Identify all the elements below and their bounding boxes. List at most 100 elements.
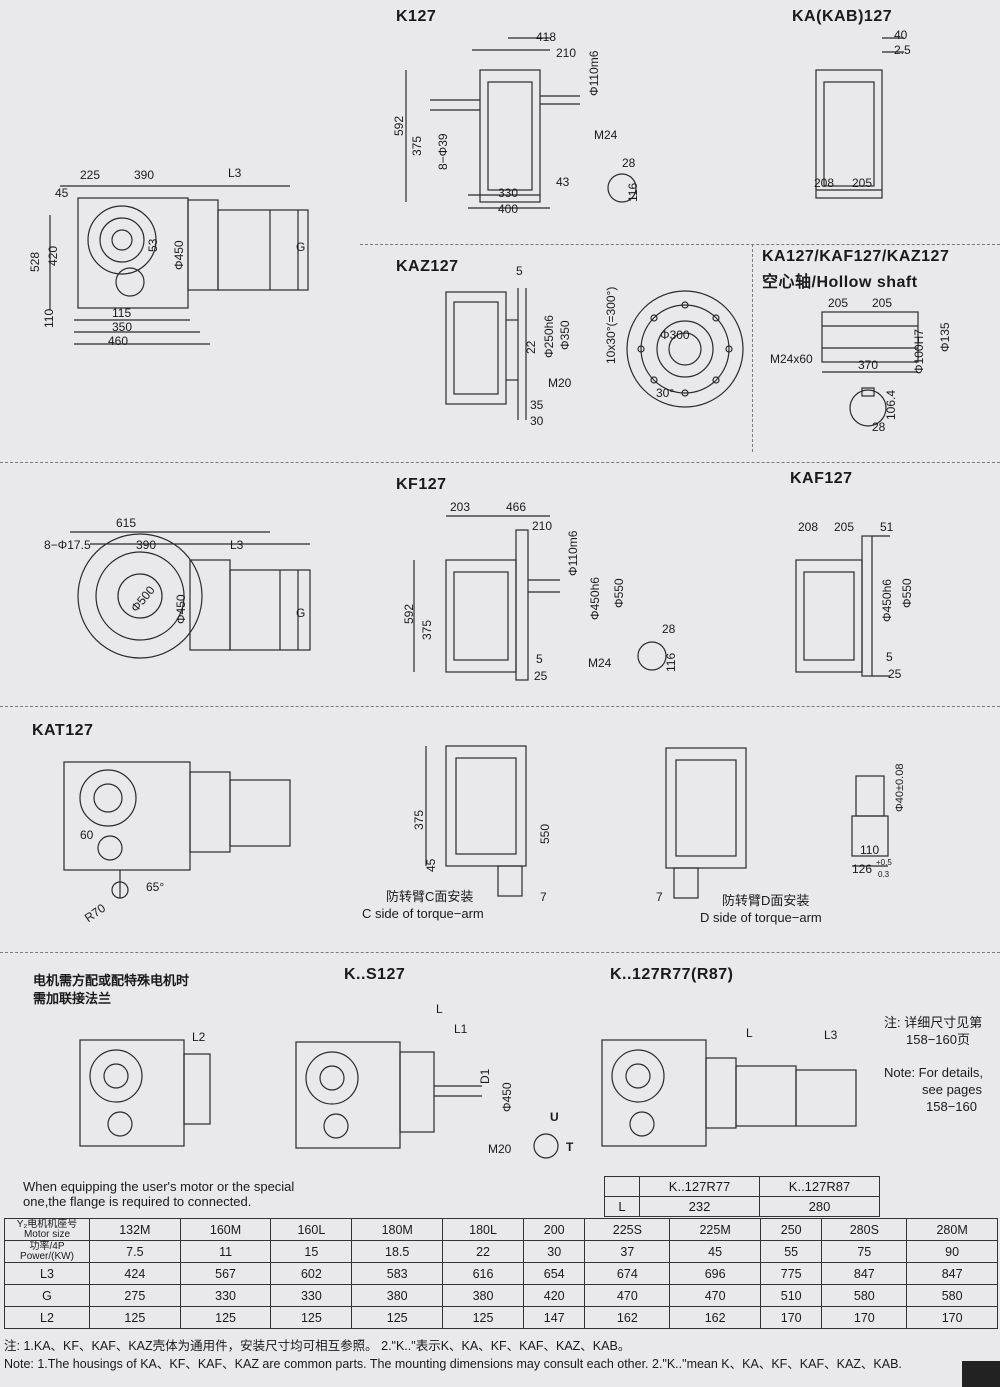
table-cell: 132M	[89, 1218, 181, 1241]
section-title: KAT127	[32, 722, 94, 739]
dim-label: M24	[588, 656, 612, 670]
dim-label: L3	[228, 166, 242, 180]
kat127-arm-drawing	[851, 775, 889, 867]
table-cell: 180M	[351, 1218, 444, 1241]
kaf127-drawing	[795, 535, 890, 677]
table-cell: 602	[270, 1262, 353, 1285]
dim-label: 466	[506, 500, 527, 514]
table-cell: 170	[906, 1306, 998, 1329]
table-cell: 30	[523, 1240, 586, 1263]
table-cell: 470	[584, 1284, 671, 1307]
dim-label: 528	[28, 251, 42, 272]
flange-note-cn-2: 需加联接法兰	[33, 991, 112, 1006]
table-cell: 125	[89, 1306, 181, 1329]
dim-label: G	[296, 240, 306, 254]
dim-label: 2.5	[894, 43, 911, 57]
table-cell: 250	[759, 1218, 823, 1241]
ks127-drawing	[295, 1041, 559, 1159]
table-row-header: Y₂电机机座号 Motor size	[4, 1218, 90, 1241]
dim-label: Φ350	[558, 320, 572, 350]
dim-label: 592	[402, 603, 416, 624]
section-title: K127	[396, 8, 437, 25]
hollow-shaft-drawing	[821, 311, 919, 427]
table-cell: 162	[584, 1306, 671, 1329]
dim-label: M20	[488, 1142, 512, 1156]
dim-label: 25	[888, 667, 902, 681]
table-cell: 125	[179, 1306, 272, 1329]
dim-label: G	[296, 606, 306, 620]
dim-label: 126	[852, 862, 873, 876]
table-cell: 200	[523, 1218, 586, 1241]
table-cell: 424	[89, 1262, 181, 1285]
details-note-en-3: 158−160	[926, 1099, 977, 1114]
table-cell: 380	[442, 1284, 525, 1307]
section-title: KF127	[396, 476, 447, 493]
dim-label: 116	[664, 652, 678, 672]
dim-label: 615	[116, 516, 137, 530]
d-side-label-en: D side of torque−arm	[700, 910, 822, 925]
details-note-cn-2: 158−160页	[906, 1032, 970, 1047]
dim-label: U	[550, 1110, 559, 1124]
dim-label: Φ550	[612, 578, 626, 608]
dim-label: 43	[556, 175, 570, 189]
dim-label: 25	[534, 669, 548, 683]
section-title: KAF127	[790, 470, 853, 487]
dim-label: 110	[42, 308, 56, 328]
table-cell: 180L	[442, 1218, 525, 1241]
dim-label: 35	[530, 398, 544, 412]
table-cell: 696	[669, 1262, 761, 1285]
table-cell: 470	[669, 1284, 761, 1307]
dim-label: 375	[410, 135, 424, 156]
table-cell: 775	[759, 1262, 823, 1285]
dim-tolerance: +0.5	[876, 858, 892, 867]
table-cell: 280M	[906, 1218, 998, 1241]
table-cell: 225S	[584, 1218, 671, 1241]
flange-note-cn-1: 电机需方配或配特殊电机时	[33, 973, 190, 988]
table-cell: 90	[906, 1240, 998, 1263]
details-note-en-1: Note: For details,	[884, 1065, 983, 1080]
dim-label: D1	[478, 1068, 492, 1084]
table-cell: 280	[759, 1196, 880, 1217]
dim-label: L2	[192, 1030, 206, 1044]
dim-label: L1	[454, 1022, 468, 1036]
details-note-en-2: see pages	[922, 1082, 982, 1097]
kakab127-drawing	[815, 37, 904, 199]
dim-label: 53	[146, 238, 160, 252]
dim-label: L	[436, 1002, 443, 1016]
dim-label: 225	[80, 168, 101, 182]
table-cell: 510	[759, 1284, 823, 1307]
table-cell: 160L	[270, 1218, 353, 1241]
dim-label: 205	[828, 296, 849, 310]
c-side-label-en: C side of torque−arm	[362, 906, 484, 921]
table-cell	[604, 1176, 640, 1197]
dim-label: 5	[886, 650, 893, 664]
dim-label: 45	[55, 186, 69, 200]
dim-label: Φ450	[500, 1082, 514, 1112]
dim-label: 418	[536, 30, 557, 44]
kaz127-side-drawing	[445, 288, 527, 420]
table-cell: 567	[179, 1262, 272, 1285]
header-en: Motor size	[23, 1228, 71, 1240]
k127-side-drawing	[405, 37, 637, 209]
dim-label: Φ135	[938, 322, 952, 352]
dim-tolerance: 0.3	[878, 870, 890, 879]
table-cell: 275	[89, 1284, 181, 1307]
dim-label: Φ250h6	[542, 315, 556, 358]
flange-note-en-1: When equipping the user's motor or the s…	[23, 1179, 295, 1194]
dim-label: 51	[880, 520, 894, 534]
dim-label: M24x60	[770, 352, 813, 366]
table-cell: 7.5	[89, 1240, 181, 1263]
table-cell: 147	[523, 1306, 586, 1329]
dim-label: 110	[860, 843, 880, 857]
dim-label: L	[746, 1026, 753, 1040]
dim-label: 28	[622, 156, 636, 170]
table-cell: 45	[669, 1240, 761, 1263]
footer-note-en: Note: 1.The housings of KA、KF、KAF、KAZ ar…	[4, 1357, 902, 1371]
section-title: KA127/KAF127/KAZ127	[762, 248, 950, 265]
dim-label: 208	[798, 520, 819, 534]
flange-note-en-2: one,the flange is required to connected.	[23, 1194, 252, 1209]
section-title: K..127R77(R87)	[610, 966, 734, 983]
dim-label: 350	[112, 320, 133, 334]
header-cn: 功率/4P	[29, 1240, 65, 1252]
dim-label: T	[566, 1140, 574, 1154]
